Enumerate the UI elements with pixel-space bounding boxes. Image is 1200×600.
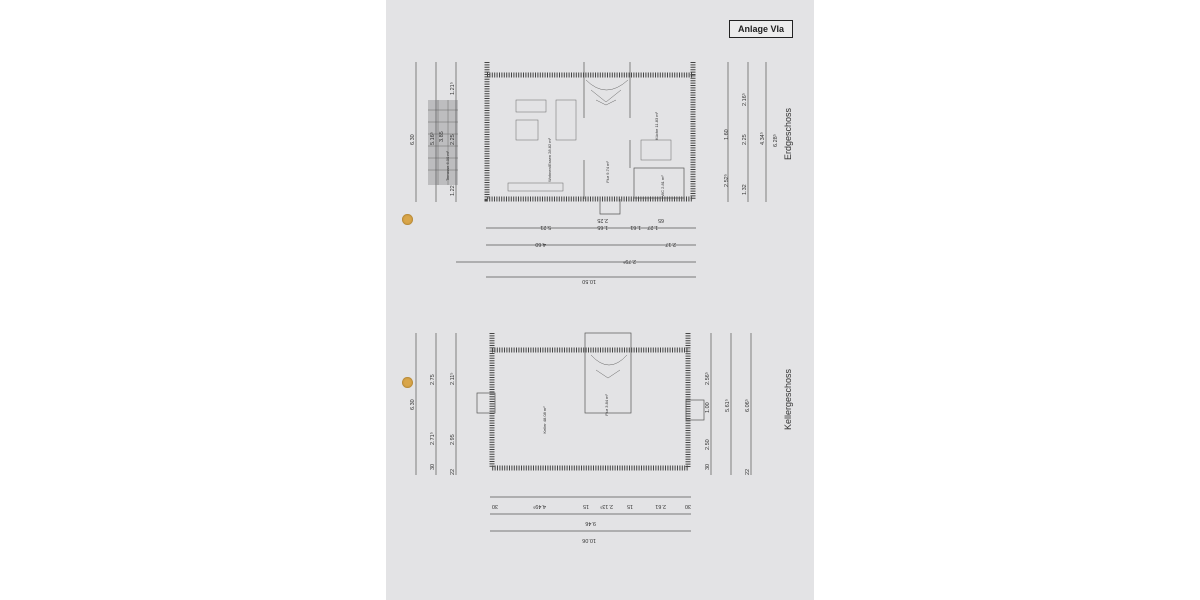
svg-text:2.56⁵: 2.56⁵ bbox=[704, 372, 711, 385]
svg-text:2.16⁵: 2.16⁵ bbox=[741, 93, 748, 106]
svg-text:30: 30 bbox=[430, 464, 436, 470]
svg-text:2.25: 2.25 bbox=[742, 134, 748, 145]
terrace-hatch bbox=[428, 100, 458, 185]
svg-text:Flur 3.84 m²: Flur 3.84 m² bbox=[604, 394, 609, 416]
svg-text:1.21⁵: 1.21⁵ bbox=[449, 82, 456, 95]
exterior-wall bbox=[489, 347, 691, 471]
ground-floor-plan: Wohnen/Essen 28.82 m² Flur 9.74 m² Küche… bbox=[410, 62, 793, 284]
svg-text:30: 30 bbox=[492, 503, 498, 509]
wc-room bbox=[633, 167, 685, 199]
staircase bbox=[585, 79, 629, 106]
svg-text:5.16⁵: 5.16⁵ bbox=[429, 132, 436, 145]
scanned-page: Anlage VIa Wohnen/Essen 28.82 m² Flur 9.… bbox=[386, 0, 814, 600]
svg-text:22: 22 bbox=[745, 469, 751, 475]
svg-text:2.25: 2.25 bbox=[450, 134, 456, 145]
svg-text:6.28⁵: 6.28⁵ bbox=[772, 134, 779, 147]
light-well bbox=[685, 399, 705, 421]
svg-text:6.30: 6.30 bbox=[410, 399, 416, 410]
svg-text:30: 30 bbox=[685, 503, 691, 509]
staircase-enclosure bbox=[584, 332, 632, 414]
exterior-wall bbox=[484, 72, 696, 202]
svg-text:6.06⁵: 6.06⁵ bbox=[744, 399, 751, 412]
punch-hole bbox=[402, 214, 413, 225]
svg-text:30: 30 bbox=[705, 464, 711, 470]
svg-text:Küche 11.83 m²: Küche 11.83 m² bbox=[654, 111, 659, 140]
svg-text:1.61: 1.61 bbox=[630, 224, 641, 230]
svg-text:2.79⁵: 2.79⁵ bbox=[623, 258, 636, 265]
staircase bbox=[590, 354, 628, 379]
svg-text:4.34⁵: 4.34⁵ bbox=[759, 132, 766, 145]
svg-text:10.06: 10.06 bbox=[582, 537, 596, 543]
svg-text:5.61⁵: 5.61⁵ bbox=[724, 399, 731, 412]
floor-plans-drawing: Wohnen/Essen 28.82 m² Flur 9.74 m² Küche… bbox=[410, 62, 793, 543]
basement-title: Kellergeschoss bbox=[783, 368, 793, 430]
svg-text:1.27: 1.27 bbox=[647, 224, 658, 230]
svg-text:2.11⁵: 2.11⁵ bbox=[449, 372, 456, 385]
svg-text:2.75: 2.75 bbox=[430, 374, 436, 385]
svg-text:Terrasse 6.00 m²: Terrasse 6.00 m² bbox=[445, 150, 450, 181]
svg-text:Keller 48.08 m²: Keller 48.08 m² bbox=[542, 406, 547, 434]
svg-text:2.95: 2.95 bbox=[450, 434, 456, 445]
svg-text:1.00: 1.00 bbox=[705, 402, 711, 413]
svg-text:1.22: 1.22 bbox=[450, 185, 456, 196]
ground-floor-title: Erdgeschoss bbox=[783, 107, 793, 160]
svg-text:22: 22 bbox=[450, 469, 456, 475]
svg-text:2.25: 2.25 bbox=[597, 217, 608, 223]
svg-text:2.61: 2.61 bbox=[655, 503, 666, 509]
svg-text:2.50: 2.50 bbox=[705, 439, 711, 450]
svg-text:4.49⁵: 4.49⁵ bbox=[533, 503, 546, 510]
svg-text:5.21: 5.21 bbox=[540, 224, 551, 230]
svg-text:15: 15 bbox=[627, 503, 633, 509]
svg-text:6.30: 6.30 bbox=[410, 134, 416, 145]
svg-text:2.13⁵: 2.13⁵ bbox=[600, 503, 613, 510]
svg-text:2.52⁵: 2.52⁵ bbox=[723, 174, 730, 187]
svg-text:3.85: 3.85 bbox=[439, 131, 445, 142]
light-well bbox=[476, 392, 496, 414]
svg-text:15: 15 bbox=[583, 503, 589, 509]
svg-text:2.71⁵: 2.71⁵ bbox=[429, 432, 436, 445]
annex-label: Anlage VIa bbox=[729, 20, 793, 38]
svg-text:WC 2.81 m²: WC 2.81 m² bbox=[660, 175, 665, 197]
svg-text:65: 65 bbox=[658, 217, 664, 223]
svg-text:4.60: 4.60 bbox=[535, 241, 546, 247]
punch-hole bbox=[402, 377, 413, 388]
svg-text:2.17: 2.17 bbox=[665, 241, 676, 247]
svg-text:1.65: 1.65 bbox=[597, 224, 608, 230]
svg-text:1.32: 1.32 bbox=[742, 184, 748, 195]
svg-text:1.60: 1.60 bbox=[724, 129, 730, 140]
svg-text:Flur 9.74 m²: Flur 9.74 m² bbox=[605, 161, 610, 183]
svg-text:10.50: 10.50 bbox=[582, 278, 596, 284]
svg-text:Wohnen/Essen 28.82 m²: Wohnen/Essen 28.82 m² bbox=[547, 137, 552, 182]
svg-text:9.46: 9.46 bbox=[585, 520, 596, 526]
basement-plan: Keller 48.08 m² Flur 3.84 m² 6.30 2.75 2… bbox=[410, 332, 793, 543]
